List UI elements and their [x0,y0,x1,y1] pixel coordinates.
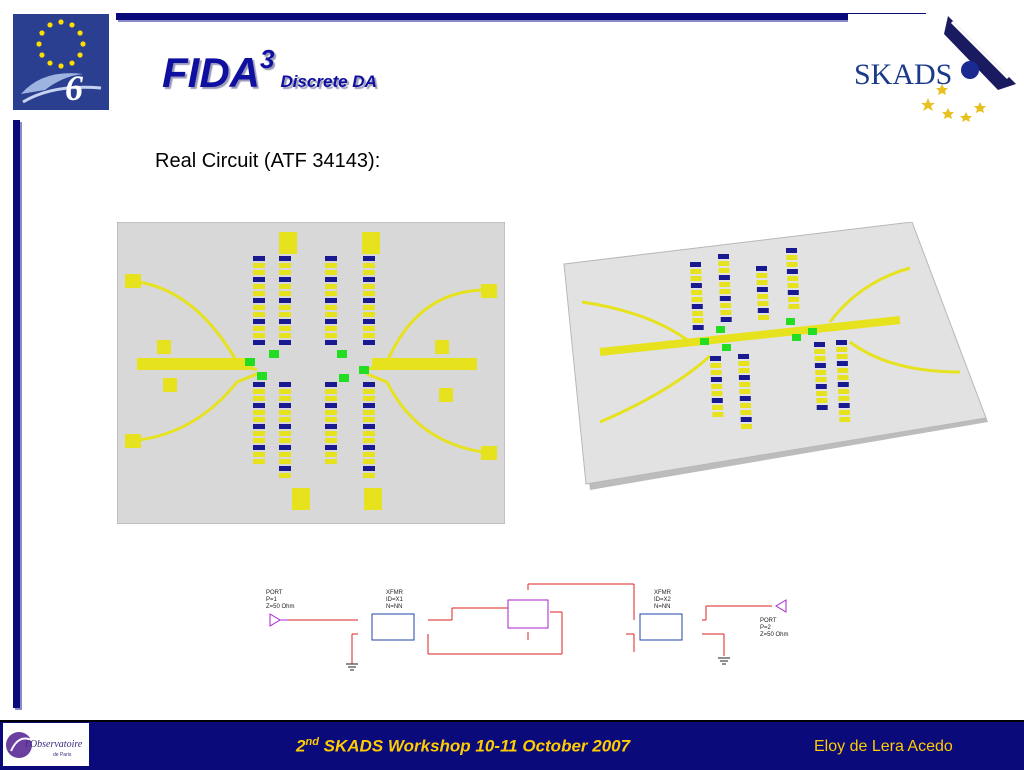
skads-wordmark: SKADS [854,58,952,91]
pcb-layout-3d-view [563,222,988,490]
top-rule [116,13,926,20]
title-main: FIDA [162,49,260,96]
eu-fp6-logo: 6 [13,14,109,110]
eu-six-label: 6 [65,68,83,108]
observatoire-sub: de Paris [53,752,72,758]
footer-bar [0,720,1024,770]
title-superscript: 3 [260,44,275,74]
pcb-layout-top-view [117,222,505,524]
left-rule [13,120,20,708]
skads-logo: SKADS [848,14,1020,122]
slide-title: FIDA3Discrete DA [162,44,377,97]
observatoire-label: l'Observatoire [25,739,83,750]
observatoire-logo: l'Observatoire de Paris [3,723,89,766]
workshop-label: 2nd SKADS Workshop 10-11 October 2007 [296,736,631,756]
author-name: Eloy de Lera Acedo [814,738,953,755]
slide-subtitle: Discrete DA [280,72,377,91]
circuit-subheading: Real Circuit (ATF 34143): [155,150,381,172]
